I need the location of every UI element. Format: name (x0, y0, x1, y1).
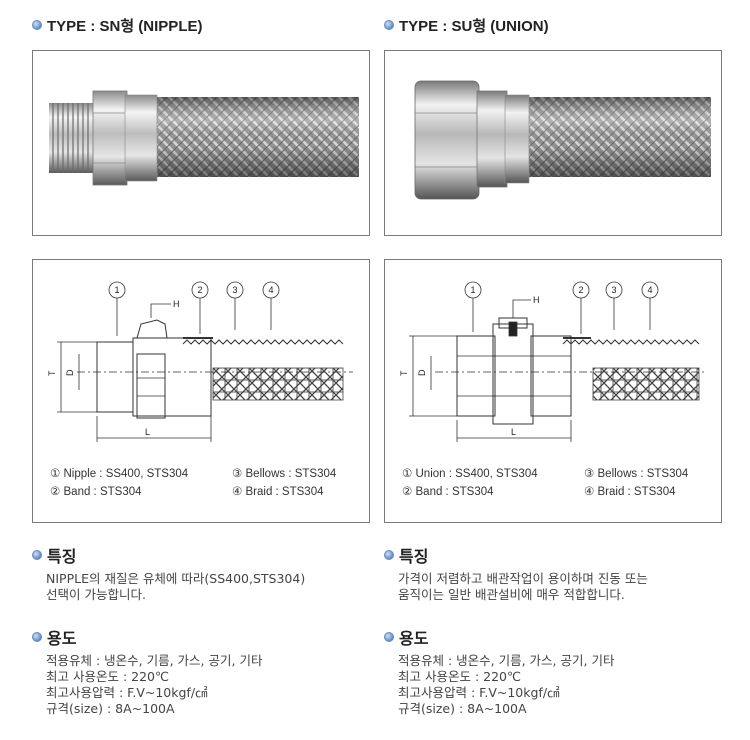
callout-4: 4 (647, 285, 652, 295)
sn-usage-title-text: 용도 (47, 629, 77, 648)
d-label: D (417, 369, 427, 376)
su-feature-title-text: 특징 (399, 547, 429, 566)
union-cross-section-diagram: 1 2 3 4 H (399, 281, 707, 442)
feature-line: 가격이 저렴하고 배관작업이 용이하며 진동 또는 (398, 571, 648, 586)
sn-feature-title-text: 특징 (47, 547, 77, 566)
su-legend: ① Union : SS400, STS304 ③ Bellows : STS3… (402, 466, 712, 498)
sn-legend: ① Nipple : SS400, STS304 ③ Bellows : STS… (50, 466, 360, 498)
usage-line: 적용유체 : 냉온수, 기름, 가스, 공기, 기타 (46, 653, 263, 668)
legend-item: ② Band : STS304 (50, 486, 142, 498)
l-label: L (145, 427, 150, 437)
callout-1: 1 (114, 285, 119, 295)
h-label: H (533, 295, 540, 305)
usage-line: 적용유체 : 냉온수, 기름, 가스, 공기, 기타 (398, 653, 615, 668)
callout-3: 3 (232, 285, 237, 295)
sn-nipple-photo (32, 50, 370, 236)
bullet-icon (32, 550, 42, 560)
callout-2: 2 (197, 285, 202, 295)
sn-type-title: TYPE : SN형 (NIPPLE) (32, 14, 202, 36)
usage-line: 최고사용압력 : F.V~10kgf/㎠ (46, 685, 208, 700)
usage-line: 최고 사용온도 : 220℃ (398, 669, 522, 684)
legend-item: ② Band : STS304 (402, 486, 494, 498)
t-label: T (47, 370, 57, 376)
legend-item: ③ Bellows : STS304 (584, 468, 689, 480)
usage-line: 규격(size) : 8A~100A (398, 701, 527, 716)
bullet-icon (384, 550, 394, 560)
su-usage-title: 용도 (384, 627, 429, 648)
su-usage-title-text: 용도 (399, 629, 429, 648)
bullet-icon (384, 632, 394, 642)
nipple-cross-section-diagram: 1 2 3 4 H (47, 281, 353, 442)
usage-line: 최고사용압력 : F.V~10kgf/㎠ (398, 685, 560, 700)
callout-2: 2 (578, 285, 583, 295)
su-type-title-text: TYPE : SU형 (UNION) (399, 17, 549, 35)
legend-item: ① Union : SS400, STS304 (402, 468, 538, 480)
su-type-title: TYPE : SU형 (UNION) (384, 14, 549, 36)
legend-item: ③ Bellows : STS304 (232, 468, 337, 480)
feature-line: 선택이 가능합니다. (46, 587, 146, 602)
sn-nipple-diagram: 1 2 3 4 H (32, 259, 370, 523)
su-union-photo (384, 50, 722, 236)
callout-4: 4 (268, 285, 273, 295)
feature-line: NIPPLE의 재질은 유체에 따라(SS400,STS304) (46, 571, 306, 586)
sn-usage-body: 적용유체 : 냉온수, 기름, 가스, 공기, 기타 최고 사용온도 : 220… (46, 653, 376, 717)
sn-usage-title: 용도 (32, 627, 77, 648)
su-usage-body: 적용유체 : 냉온수, 기름, 가스, 공기, 기타 최고 사용온도 : 220… (398, 653, 728, 717)
sn-feature-body: NIPPLE의 재질은 유체에 따라(SS400,STS304) 선택이 가능합… (46, 571, 376, 603)
union-hose-illustration (414, 80, 711, 200)
bullet-icon (32, 20, 42, 30)
d-label: D (65, 369, 75, 376)
h-label: H (173, 299, 180, 309)
callout-1: 1 (470, 285, 475, 295)
t-label: T (399, 370, 409, 376)
nipple-hose-illustration (49, 90, 359, 186)
su-feature-title: 특징 (384, 545, 429, 566)
legend-item: ④ Braid : STS304 (584, 486, 676, 498)
l-label: L (511, 427, 516, 437)
bullet-icon (384, 20, 394, 30)
su-union-diagram: 1 2 3 4 H (384, 259, 722, 523)
legend-item: ④ Braid : STS304 (232, 486, 324, 498)
usage-line: 규격(size) : 8A~100A (46, 701, 175, 716)
usage-line: 최고 사용온도 : 220℃ (46, 669, 170, 684)
sn-type-title-text: TYPE : SN형 (NIPPLE) (47, 17, 203, 35)
su-feature-body: 가격이 저렴하고 배관작업이 용이하며 진동 또는 움직이는 일반 배관설비에 … (398, 571, 728, 603)
sn-feature-title: 특징 (32, 545, 77, 566)
feature-line: 움직이는 일반 배관설비에 매우 적합합니다. (398, 587, 625, 602)
callout-3: 3 (611, 285, 616, 295)
bullet-icon (32, 632, 42, 642)
legend-item: ① Nipple : SS400, STS304 (50, 468, 189, 480)
